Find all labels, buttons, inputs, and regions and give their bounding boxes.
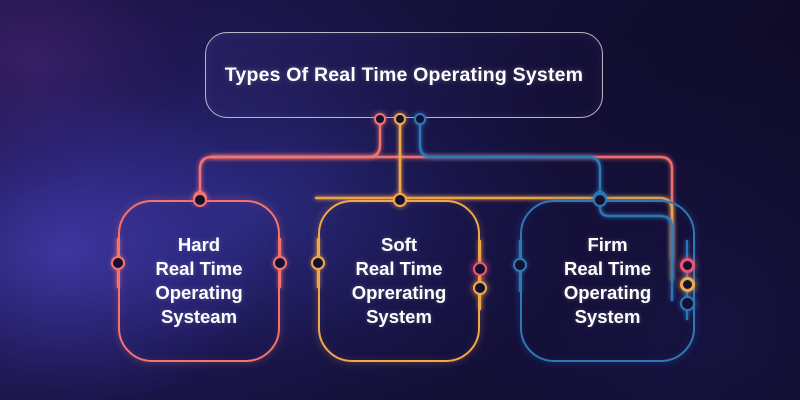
card-soft-line-3: Oprerating [351,282,447,303]
card-soft-real-time-os[interactable]: Soft Real Time Oprerating System [318,200,480,362]
node-title-outlet-soft [394,113,406,125]
node-title-outlet-hard [374,113,386,125]
node-soft-card-top [393,193,407,207]
page-title: Types Of Real Time Operating System [224,63,584,86]
node-soft-right-red [473,262,487,276]
card-firm-line-3: Operating [563,282,652,303]
node-hard-left [111,256,125,270]
card-firm-line-4: System [574,306,641,328]
node-title-outlet-firm [414,113,426,125]
node-firm-left [513,258,527,272]
card-soft-line-1: Soft [381,233,417,255]
node-firm-right-blue [680,296,695,311]
card-firm-line-1: Firm [587,233,628,255]
node-firm-right-red [680,258,695,273]
node-firm-card-top [593,193,607,207]
node-firm-right-orange [680,277,695,292]
node-hard-right [273,256,287,270]
card-hard-line-1: Hard [177,233,221,255]
card-hard-line-2: Real Time [155,257,243,279]
page-title-box: Types Of Real Time Operating System [205,32,603,118]
node-soft-right-orange [473,281,487,295]
card-soft-line-2: Real Time [355,257,443,279]
card-firm-real-time-os[interactable]: Firm Real Time Operating System [520,200,695,362]
card-hard-line-3: Operating [155,282,243,303]
card-soft-line-4: System [366,306,432,328]
card-hard-real-time-os[interactable]: Hard Real Time Operating Systeam [118,200,280,362]
card-firm-line-2: Real Time [563,257,652,279]
node-soft-left [311,256,325,270]
card-hard-line-4: Systeam [160,306,238,328]
node-hard-card-top [193,193,207,207]
